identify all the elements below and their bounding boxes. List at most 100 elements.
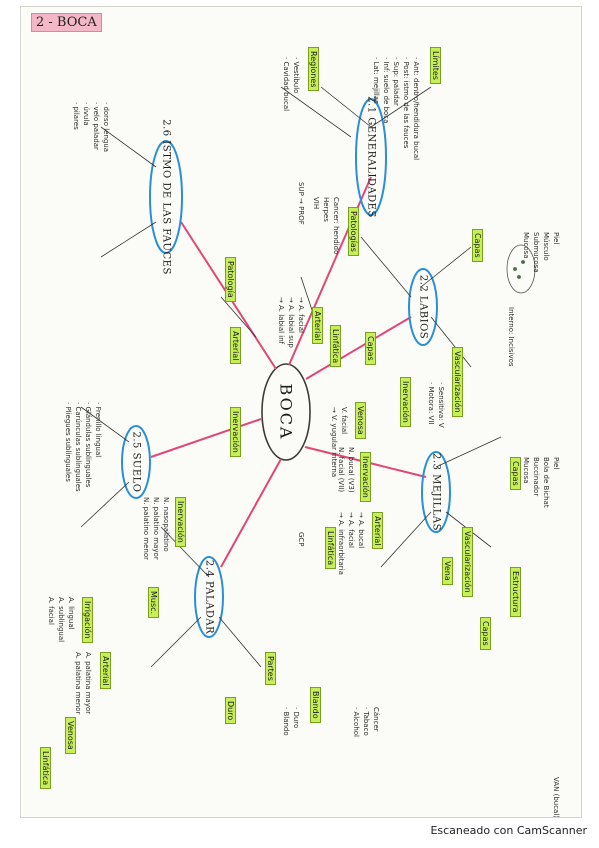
connector-suelo	[150, 418, 262, 458]
branch-ovals	[121, 98, 451, 638]
note-line: · Motora: VII	[427, 382, 435, 425]
notes-palatina: A. palatina mayor A. palatina menor	[73, 652, 93, 714]
hl-venosa: Venosa	[355, 402, 366, 439]
note-line: · Sensitiva: V	[437, 382, 445, 428]
note-line: → A. bucal	[357, 512, 365, 549]
note-line: Herpes	[322, 197, 330, 222]
note-line: · Blando	[282, 707, 290, 736]
note-line: → A. infraorbitaria	[337, 512, 345, 575]
branch-paladar: 2.4 PALADAR	[203, 559, 215, 635]
note-line: · dorso lengua	[102, 102, 110, 153]
center-label: BOCA	[276, 383, 296, 441]
hl-inervacion-4: Inervación	[230, 407, 241, 457]
branch-suelo: 2.5 SUELO	[130, 431, 142, 493]
note-line: Piel	[552, 457, 560, 470]
notes-cancer: Cáncer · Tabaco · Alcohol	[351, 707, 381, 737]
note-line: N. bucal (V3)	[347, 447, 355, 493]
hl-blando: Blando	[310, 687, 321, 723]
oval-paladar	[194, 556, 224, 638]
hl-limites: Límites	[430, 47, 441, 84]
hl-vena: Vena	[442, 557, 453, 585]
note-line: · Pliegues sublinguales	[64, 402, 72, 482]
hl-partes: Partes	[265, 652, 276, 685]
hl-arterial-4: Arterial	[230, 327, 241, 365]
lip-sketch	[506, 244, 536, 294]
oval-istmo	[149, 140, 183, 254]
connector-layer	[80, 86, 536, 668]
note-van: VAN (bucal)	[552, 777, 560, 818]
hl-arterial: Arterial	[312, 307, 323, 345]
note-gcp: GCP	[297, 532, 305, 547]
note-sup-prof: SUP → PROF	[297, 182, 305, 225]
hl-duro: Duro	[225, 697, 236, 725]
hl-capas-4: Capas	[480, 617, 491, 650]
notes-inervacion: · Sensitiva: V · Motora: VII	[426, 382, 446, 428]
note-line: → A. labial sup	[287, 297, 295, 348]
note-line: Submucosa	[532, 232, 540, 273]
document-title: 2 - BOCA	[31, 13, 102, 32]
note-line: N. nasopalatino	[162, 497, 170, 552]
hl-inervacion: Inervación	[400, 377, 411, 427]
notes-nervios-mejilla: N. bucal (V3) N. facial (VII)	[336, 447, 356, 493]
branch-mejillas: 2.3 MEJILLAS	[430, 453, 442, 531]
note-line: → A. labial inf	[277, 297, 285, 345]
note-line: Bola de Bichat	[542, 457, 550, 508]
hl-vascularizacion-2: Vascularización	[462, 527, 473, 597]
center-oval	[261, 363, 311, 461]
hl-linfatica: Linfática	[330, 325, 341, 368]
note-line: Músculo	[542, 232, 550, 261]
notes-regiones: · Vestíbulo · Cavidad bucal	[281, 57, 301, 111]
notes-limites: · Ant: dentro/hendidura bucal · Post: is…	[371, 57, 421, 160]
notes-paladar-nervios: N. nasopalatino N. palatino mayor N. pal…	[141, 497, 171, 560]
notes-irrigacion-suelo: A. lingual A. sublingual A. facial	[46, 597, 76, 642]
note-line: A. palatina mayor	[84, 652, 92, 715]
note-line: N. palatino mayor	[152, 497, 160, 560]
hl-linfatica-2: Linfática	[325, 527, 336, 570]
oval-generalidades	[355, 98, 387, 216]
note-line: Piel	[552, 232, 560, 245]
note-line: · Vestíbulo	[292, 57, 300, 94]
notes-mejillas-capas: Piel Bola de Bichat Buccinador Mucosa	[521, 457, 561, 508]
note-line: · úvula	[82, 102, 90, 126]
mind-map-wrapper: BOCA 2.1 GENERALIDADES 2.2 LABIOS 2.3 ME…	[21, 7, 581, 817]
note-line: A. facial	[47, 597, 55, 625]
note-line: Mucosa	[522, 232, 530, 259]
hl-venosa-2: Venosa	[65, 717, 76, 754]
branch-labios: 2.2 LABIOS	[417, 274, 429, 340]
note-line: · Tabaco	[362, 707, 370, 736]
hl-irrigacion: Irrigación	[82, 597, 93, 643]
note-line: · Frenillo lingual	[94, 402, 102, 458]
note-line: N. palatino menor	[142, 497, 150, 561]
note-line: Mucosa	[522, 457, 530, 484]
note-line: · Cavidad bucal	[282, 57, 290, 112]
note-line: VIH	[312, 197, 320, 210]
connector-labios	[305, 316, 412, 380]
scanner-watermark: Escaneado con CamScanner	[430, 824, 587, 837]
oval-labios	[408, 268, 438, 346]
hl-inervacion-3: Inervación	[175, 497, 186, 547]
note-line: N. facial (VII)	[337, 447, 345, 493]
notes-suelo: · Frenillo lingual · Glándulas sublingua…	[63, 402, 103, 492]
note-line: · velo paladar	[92, 102, 100, 150]
hl-linfatica-3: Linfática	[40, 747, 51, 790]
notes-paladar-partes: · Duro · Blando	[281, 707, 301, 736]
note-line: → A. facial	[297, 297, 305, 333]
connector-paladar	[220, 458, 282, 568]
mind-map: BOCA 2.1 GENERALIDADES 2.2 LABIOS 2.3 ME…	[21, 7, 581, 817]
hl-inervacion-2: Inervación	[360, 452, 371, 502]
secondary-connectors	[80, 86, 502, 668]
oval-suelo	[121, 425, 151, 499]
note-line: Cáncer	[372, 707, 380, 732]
branch-istmo: 2.6 ISTMO DE LAS FAUCES	[160, 119, 172, 275]
note-line: A. palatina menor	[74, 652, 82, 715]
note-line: · Ant: dentro/hendidura bucal	[412, 57, 420, 161]
note-line: · Alcohol	[352, 707, 360, 737]
note-line: · Lat: mejillas	[372, 57, 380, 104]
main-connectors	[150, 176, 427, 568]
notes-labios-patologias: Cancer: hendido Herpes VIH	[311, 197, 341, 254]
note-line: Buccinador	[532, 457, 540, 497]
note-line: · pilares	[72, 102, 80, 130]
note-line: · Duro	[292, 707, 300, 729]
note-line: · Inf: suelo de boca	[382, 57, 390, 124]
